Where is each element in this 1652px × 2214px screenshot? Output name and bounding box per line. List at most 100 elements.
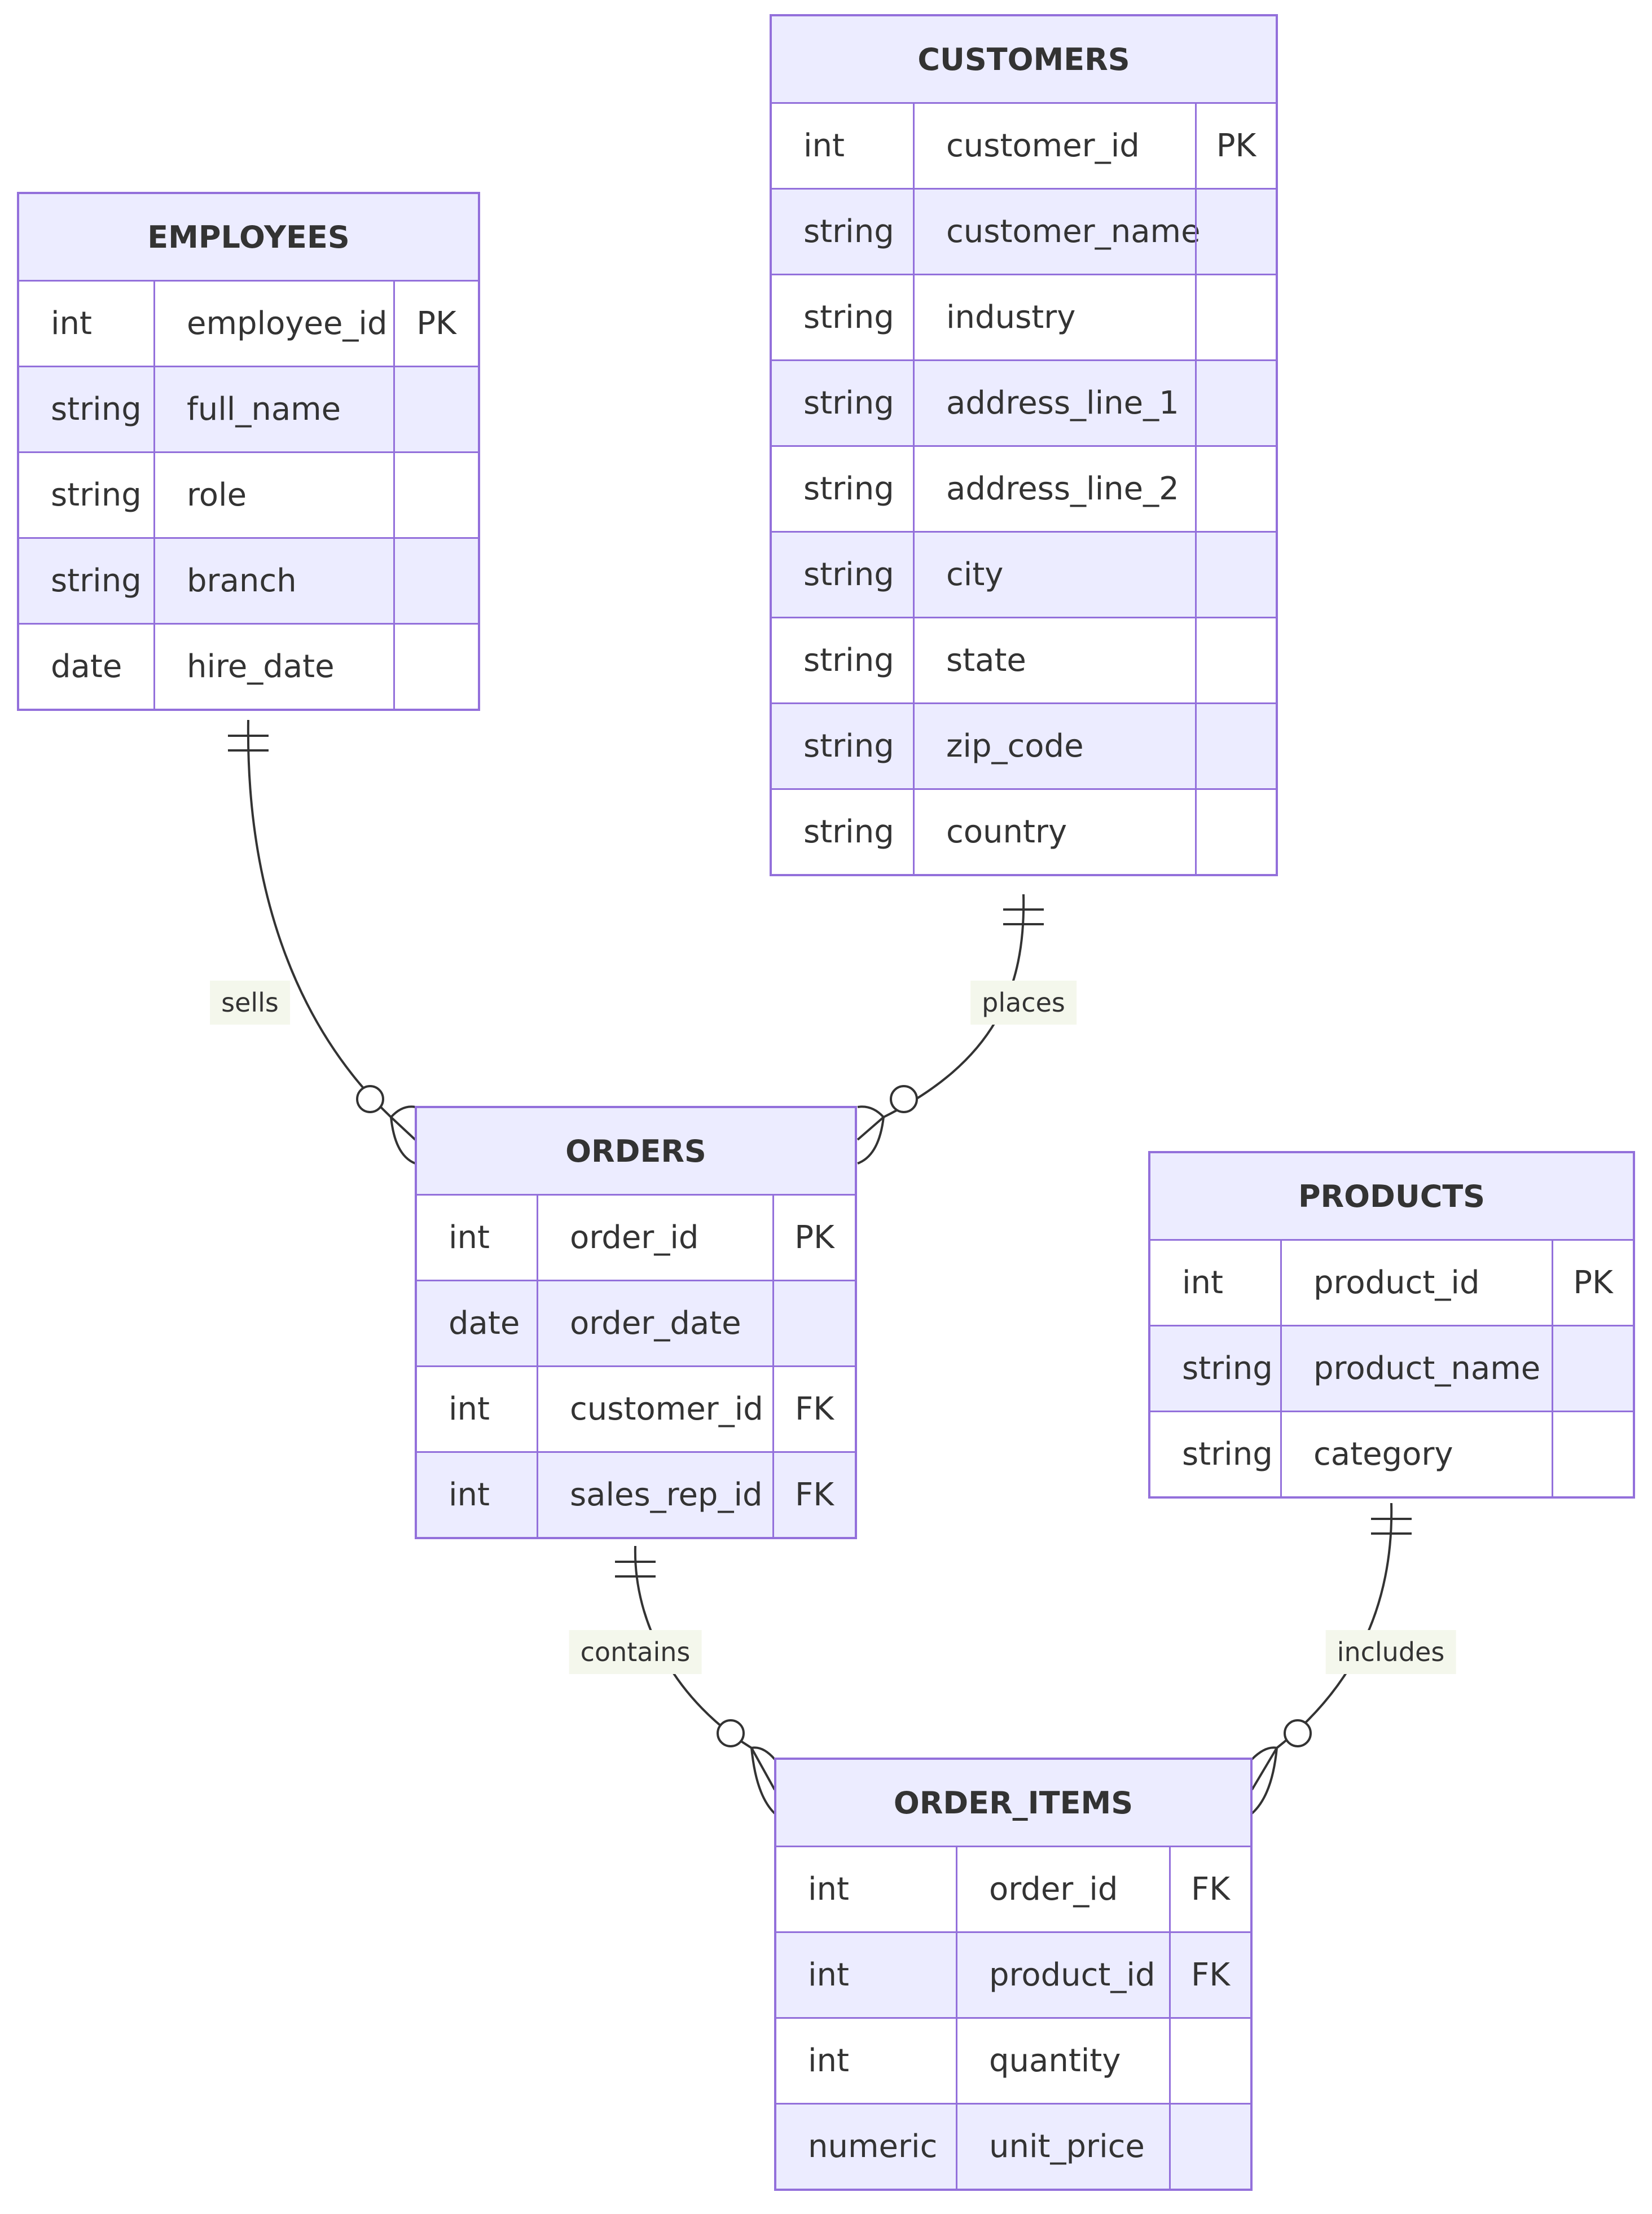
table-row: numeric unit_price: [776, 2103, 1250, 2189]
column-type: string: [803, 642, 894, 679]
column-key: PK: [393, 282, 478, 366]
column-key: [1169, 2019, 1250, 2103]
table-row: string customer_name: [772, 188, 1276, 274]
column-name: product_id: [956, 1933, 1169, 2017]
column-key: [1195, 704, 1276, 788]
column-key: [393, 453, 478, 537]
column-name: customer_id: [913, 104, 1195, 188]
column-key: [1195, 533, 1276, 617]
table-row: int quantity: [776, 2017, 1250, 2103]
column-type: string: [51, 391, 142, 428]
column-name: address_line_1: [913, 361, 1195, 445]
column-key: [1195, 618, 1276, 702]
zero-or-many-cardinality-icon: [1251, 1719, 1312, 1815]
column-type: string: [1182, 1436, 1273, 1473]
table-row: string city: [772, 531, 1276, 617]
entity-employees: EMPLOYEES int employee_id PK string full…: [17, 192, 480, 711]
column-type: string: [51, 563, 142, 599]
table-row: string address_line_1: [772, 359, 1276, 445]
entity-customers: CUSTOMERS int customer_id PK string cust…: [770, 14, 1278, 876]
column-type: int: [808, 1871, 850, 1908]
column-type: string: [803, 814, 894, 850]
column-type: int: [449, 1219, 490, 1256]
column-key: FK: [1169, 1847, 1250, 1931]
column-name: sales_rep_id: [537, 1453, 772, 1537]
entity-title: ORDER_ITEMS: [776, 1760, 1250, 1846]
column-name: country: [913, 790, 1195, 874]
table-row: int order_id FK: [776, 1846, 1250, 1931]
table-row: string full_name: [19, 366, 478, 451]
table-row: int employee_id PK: [19, 280, 478, 366]
table-row: int product_id FK: [776, 1931, 1250, 2017]
column-name: product_id: [1280, 1241, 1552, 1325]
relationship-places-line: [856, 894, 1044, 1165]
column-name: hire_date: [153, 625, 393, 709]
table-row: string product_name: [1150, 1325, 1633, 1411]
column-name: address_line_2: [913, 447, 1195, 531]
relationship-label-includes: includes: [1325, 1630, 1456, 1674]
relationship-contains-line: [615, 1545, 776, 1815]
column-name: order_date: [537, 1281, 772, 1365]
column-name: employee_id: [153, 282, 393, 366]
column-key: PK: [772, 1196, 855, 1280]
table-row: string state: [772, 617, 1276, 702]
column-name: zip_code: [913, 704, 1195, 788]
column-name: order_id: [537, 1196, 772, 1280]
column-name: industry: [913, 275, 1195, 359]
column-name: branch: [153, 539, 393, 623]
table-row: int customer_id FK: [417, 1365, 855, 1451]
column-key: [1195, 447, 1276, 531]
column-type: date: [449, 1305, 520, 1342]
table-row: string role: [19, 451, 478, 537]
one-cardinality-icon: [1003, 908, 1044, 925]
column-key: [1195, 275, 1276, 359]
column-key: [1195, 190, 1276, 274]
zero-or-many-cardinality-icon: [717, 1719, 776, 1815]
table-row: int sales_rep_id FK: [417, 1451, 855, 1537]
table-row: int product_id PK: [1150, 1239, 1633, 1325]
column-type: int: [449, 1477, 490, 1513]
column-name: unit_price: [956, 2105, 1169, 2189]
entity-title: CUSTOMERS: [772, 16, 1276, 102]
column-type: int: [803, 128, 845, 164]
column-name: role: [153, 453, 393, 537]
column-type: string: [803, 556, 894, 593]
column-type: int: [808, 2042, 850, 2079]
column-type: numeric: [808, 2128, 938, 2165]
column-name: city: [913, 533, 1195, 617]
column-type: int: [51, 305, 93, 342]
column-type: string: [803, 471, 894, 507]
table-row: date order_date: [417, 1280, 855, 1365]
column-type: string: [1182, 1350, 1273, 1387]
column-type: int: [1182, 1264, 1224, 1301]
column-type: string: [803, 299, 894, 336]
entity-title: ORDERS: [417, 1108, 855, 1194]
column-key: [772, 1281, 855, 1365]
entity-title: EMPLOYEES: [19, 194, 478, 280]
column-key: [1552, 1412, 1633, 1496]
entity-products: PRODUCTS int product_id PK string produc…: [1148, 1151, 1635, 1499]
column-key: [393, 625, 478, 709]
one-cardinality-icon: [1371, 1518, 1412, 1535]
column-key: FK: [772, 1453, 855, 1537]
column-key: [1552, 1326, 1633, 1411]
relationship-label-places: places: [970, 981, 1077, 1025]
column-name: order_id: [956, 1847, 1169, 1931]
column-key: [393, 539, 478, 623]
column-name: customer_name: [913, 190, 1201, 274]
table-row: string zip_code: [772, 702, 1276, 788]
column-type: int: [808, 1957, 850, 1993]
relationship-label-sells: sells: [210, 981, 290, 1025]
column-key: FK: [772, 1367, 855, 1451]
column-key: PK: [1195, 104, 1276, 188]
column-name: state: [913, 618, 1195, 702]
column-type: string: [803, 213, 894, 250]
column-key: [1195, 361, 1276, 445]
table-row: string industry: [772, 274, 1276, 359]
column-name: quantity: [956, 2019, 1169, 2103]
zero-or-many-cardinality-icon: [856, 1085, 918, 1165]
entity-orders: ORDERS int order_id PK date order_date i…: [415, 1106, 857, 1539]
one-cardinality-icon: [615, 1561, 656, 1578]
